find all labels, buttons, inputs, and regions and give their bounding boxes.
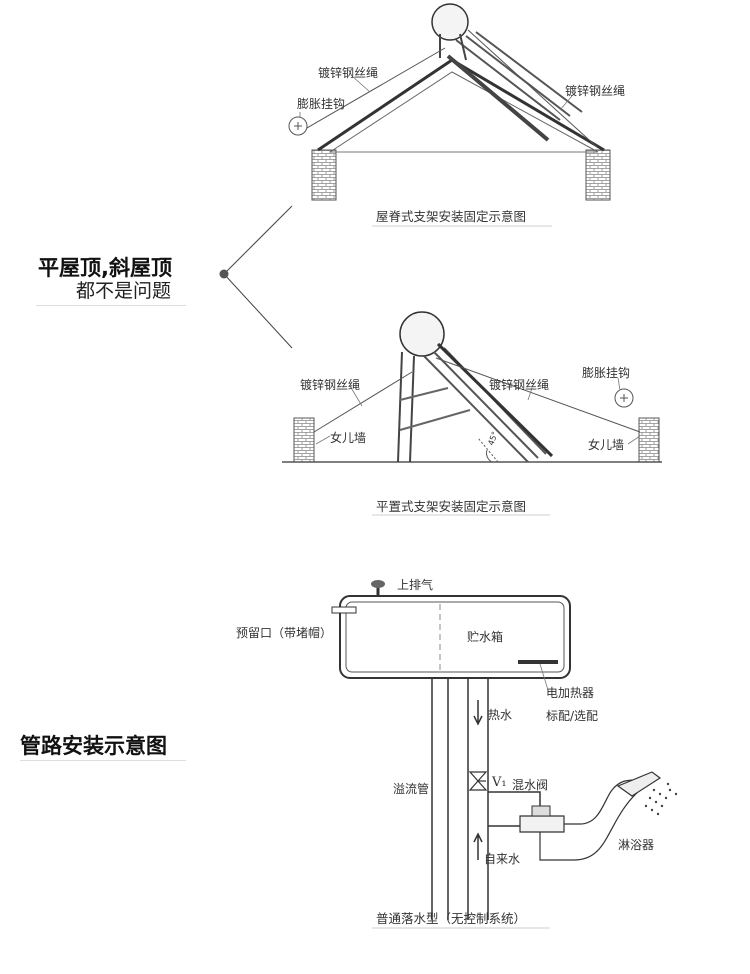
flat-wire-left-label: 镀锌钢丝绳 [300,378,361,392]
mixing-valve-label: 混水阀 [512,778,549,792]
flat-parapet-right-label: 女儿墙 [588,438,625,452]
overflow-label: 溢流管 [393,782,430,796]
section2-headline: 管路安装示意图 [20,734,167,758]
heater-note-label: 标配/选配 [546,709,599,723]
reserved-port-label: 预留口（带堵帽） [236,626,333,640]
roof-wire-right-label: 镀锌钢丝绳 [565,84,626,98]
mixing-valve-icon [519,815,565,833]
shower-spray-icon [644,782,678,816]
parapet-left [293,417,315,463]
roof-ridge-diagram [288,3,611,227]
vent-label: 上排气 [397,578,434,592]
flat-wire-right-label: 镀锌钢丝绳 [489,378,550,392]
tank-label: 贮水箱 [467,630,504,644]
flat-parapet-left-label: 女儿墙 [330,431,367,445]
flat-wire-rope-right [435,357,641,433]
valve-code-label: V₁ [492,775,507,790]
pipe-diagram [331,580,678,929]
section2-divider [20,760,186,761]
storage-tank [339,595,571,679]
section1-divider [36,305,186,306]
roof-caption: 屋脊式支架安装固定示意图 [376,209,527,224]
flat-caption: 平置式支架安装固定示意图 [376,499,527,514]
flat-water-tank [399,311,445,357]
section1-subline: 都不是问题 [76,280,172,302]
brick-wall-left [311,149,337,201]
flat-solar-tubes [423,347,547,463]
electric-heater [518,660,558,664]
heater-label: 电加热器 [546,686,595,700]
roof-hook-label: 膨胀挂钩 [297,97,346,111]
wire-rope-right [467,29,599,149]
parapet-right [638,417,660,463]
wire-rope-left [299,47,446,133]
flat-wire-rope-left [313,371,413,433]
flat-hook-label: 膨胀挂钩 [582,366,631,380]
hot-water-arrow-icon [473,700,483,726]
cold-water-label: 自来水 [484,852,521,866]
brick-wall-right [585,149,611,201]
pipe-caption: 普通落水型（无控制系统） [376,911,527,926]
section1-headline: 平屋顶,斜屋顶 [38,256,172,280]
hot-water-label: 热水 [488,708,513,722]
shower-head-icon [616,771,662,797]
shower-label: 淋浴器 [618,838,655,852]
roof-wire-left-label: 镀锌钢丝绳 [318,66,379,80]
cold-water-arrow-icon [473,832,483,860]
reserved-port [331,606,357,614]
headline-connector [219,205,293,349]
water-tank [431,3,469,41]
flat-roof-diagram [282,311,662,516]
